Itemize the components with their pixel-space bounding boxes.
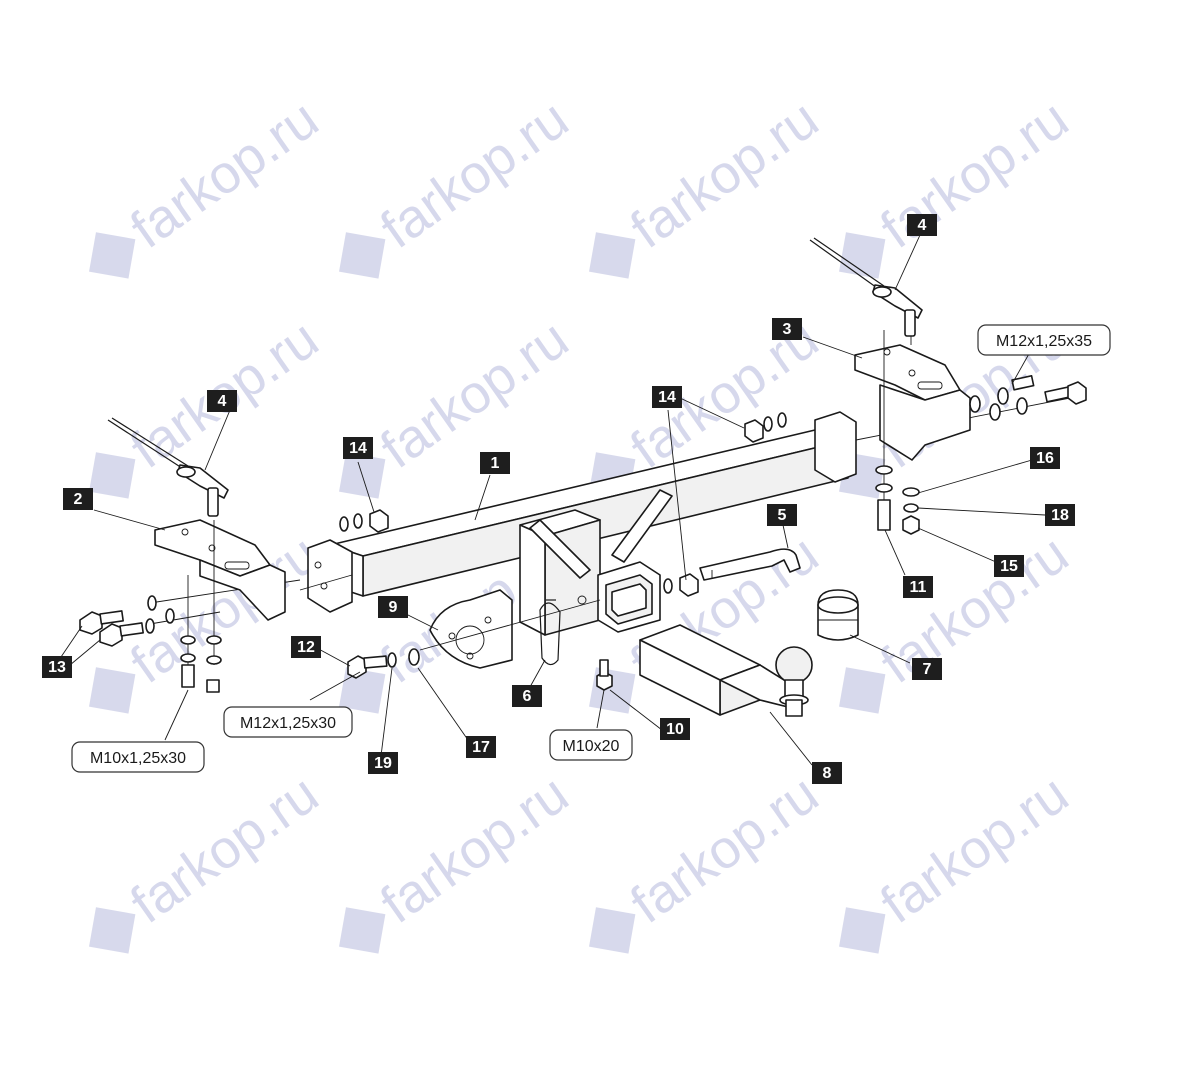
part-badge-7: 7 — [912, 658, 942, 680]
part-badge-label: 9 — [389, 599, 398, 616]
part-badge-14: 14 — [652, 386, 682, 408]
watermark-text: farkop.ru — [870, 89, 1079, 260]
car-logo-icon — [589, 907, 636, 954]
car-logo-icon — [339, 667, 386, 714]
watermark: farkop.ru — [839, 89, 1079, 279]
watermark-text: farkop.ru — [870, 764, 1079, 935]
car-logo-icon — [89, 452, 136, 499]
part-badge-12: 12 — [291, 636, 321, 658]
fastener-callout: M10x1,25x30 — [71, 741, 205, 773]
receiver-assembly — [519, 489, 673, 636]
part-badge-label: 4 — [918, 217, 927, 234]
part-badge-14: 14 — [343, 437, 373, 459]
car-logo-icon — [339, 907, 386, 954]
part-badge-label: 13 — [48, 659, 66, 676]
socket-plate — [419, 589, 601, 669]
part-badge-label: 5 — [778, 507, 787, 524]
leader-lines — [60, 234, 1046, 766]
wiring-strap-right — [809, 237, 923, 337]
part-badge-16: 16 — [1030, 447, 1060, 469]
watermark-text: farkop.ru — [120, 89, 329, 260]
fastener-callout-label: M10x1,25x30 — [90, 750, 186, 767]
car-logo-icon — [589, 232, 636, 279]
watermark-text: farkop.ru — [620, 89, 829, 260]
car-logo-icon — [89, 667, 136, 714]
part-badge-11: 11 — [903, 576, 933, 598]
part-badge-label: 4 — [218, 393, 227, 410]
part-badge-3: 3 — [772, 318, 802, 340]
car-logo-icon — [89, 907, 136, 954]
part-badge-label: 2 — [74, 491, 83, 508]
car-logo-icon — [839, 907, 886, 954]
part-badge-label: 11 — [910, 579, 927, 596]
watermark: farkop.ru — [339, 309, 579, 499]
part-badge-label: 16 — [1036, 450, 1054, 467]
watermark-text: farkop.ru — [370, 89, 579, 260]
part-badge-8: 8 — [812, 762, 842, 784]
part-badge-label: 14 — [349, 440, 367, 457]
car-logo-icon — [89, 232, 136, 279]
part-badge-label: 10 — [666, 721, 684, 738]
watermark-text: farkop.ru — [120, 764, 329, 935]
watermark: farkop.ru — [839, 524, 1079, 714]
fastener-callout-label: M12x1,25x30 — [240, 715, 336, 732]
watermark-text: farkop.ru — [370, 764, 579, 935]
part-badge-label: 14 — [658, 389, 676, 406]
part-badge-label: 6 — [523, 688, 532, 705]
left-bracket — [154, 519, 286, 665]
part-badge-1: 1 — [480, 452, 510, 474]
part-badge-15: 15 — [994, 555, 1024, 577]
watermark: farkop.ru — [89, 89, 329, 279]
part-badge-label: 3 — [783, 321, 792, 338]
main-crossbar — [149, 397, 1071, 625]
part-badge-2: 2 — [63, 488, 93, 510]
fastener-callout: M12x1,25x35 — [977, 324, 1111, 356]
watermark-text: farkop.ru — [870, 524, 1079, 695]
fastener-callout-label: M10x20 — [563, 738, 620, 755]
fastener-callout: M10x20 — [549, 729, 633, 761]
fastener-callout: M12x1,25x30 — [223, 706, 353, 738]
car-logo-icon — [339, 232, 386, 279]
car-logo-icon — [589, 667, 636, 714]
wiring-strap-left — [107, 417, 229, 517]
car-logo-icon — [839, 232, 886, 279]
watermark: farkop.ru — [589, 89, 829, 279]
fastener-callout-label: M12x1,25x35 — [996, 333, 1092, 350]
part-badge-label: 19 — [374, 755, 392, 772]
watermark-text: farkop.ru — [620, 764, 829, 935]
part-badge-4: 4 — [207, 390, 237, 412]
part-badge-label: 15 — [1000, 558, 1018, 575]
watermark-text: farkop.ru — [370, 309, 579, 480]
part-badge-label: 1 — [491, 455, 500, 472]
part-badge-label: 17 — [472, 739, 490, 756]
lock-pin — [539, 599, 561, 666]
ball-cover — [817, 589, 859, 641]
watermark: farkop.ru — [339, 764, 579, 954]
watermark: farkop.ru — [89, 764, 329, 954]
part-badge-4: 4 — [907, 214, 937, 236]
part-badge-label: 18 — [1051, 507, 1069, 524]
part-badge-label: 7 — [923, 661, 932, 678]
watermark: farkop.ru — [339, 89, 579, 279]
part-badge-19: 19 — [368, 752, 398, 774]
part-badge-13: 13 — [42, 656, 72, 678]
ball-mount — [639, 624, 813, 717]
right-bracket — [854, 320, 971, 520]
watermark: farkop.ru — [839, 764, 1079, 954]
hitch-pin — [699, 548, 801, 581]
part-badge-5: 5 — [767, 504, 797, 526]
part-badge-6: 6 — [512, 685, 542, 707]
watermark: farkop.ru — [589, 764, 829, 954]
part-badge-label: 8 — [823, 765, 832, 782]
part-badge-10: 10 — [660, 718, 690, 740]
part-badge-label: 12 — [297, 639, 315, 656]
part-badge-18: 18 — [1045, 504, 1075, 526]
fasteners — [79, 375, 1087, 693]
car-logo-icon — [839, 667, 886, 714]
part-badge-17: 17 — [466, 736, 496, 758]
part-badge-9: 9 — [378, 596, 408, 618]
